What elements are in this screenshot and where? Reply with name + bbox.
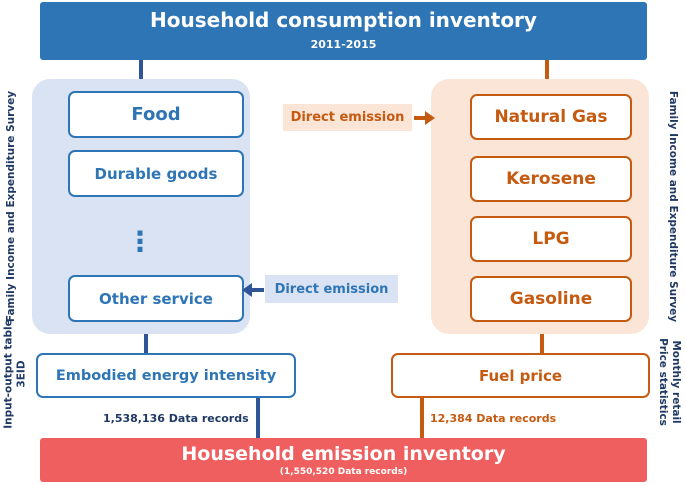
fuel-price-label: Fuel price bbox=[478, 366, 563, 385]
left-survey-label-wrap: Family Income and Expenditure Survey bbox=[0, 90, 132, 321]
monthly-retail-line1: Monthly retail bbox=[669, 340, 682, 424]
embodied-energy-intensity-label: Embodied energy intensity bbox=[55, 367, 277, 384]
input-output-table-label-wrap: Input-output table 3EID bbox=[0, 319, 76, 428]
connector-bottom-left bbox=[256, 398, 260, 438]
other-service-label: Other service bbox=[99, 289, 213, 308]
other-service-box: Other service bbox=[68, 275, 244, 322]
monthly-retail-label-wrap: Monthly retail Price statistics bbox=[609, 338, 685, 426]
arrow-right-icon bbox=[414, 111, 435, 125]
header-subtitle: 2011-2015 bbox=[310, 38, 377, 51]
right-survey-label: Family Income and Expenditure Survey bbox=[667, 90, 680, 322]
footer-title: Household emission inventory bbox=[181, 442, 506, 465]
gasoline-box: Gasoline bbox=[470, 276, 632, 322]
footer-subtitle: (1,550,520 Data records) bbox=[279, 466, 408, 477]
input-output-table-line2: 3EID bbox=[16, 360, 28, 388]
kerosene-box: Kerosene bbox=[470, 156, 632, 202]
connector-top-left bbox=[139, 60, 143, 79]
input-output-table-label: Input-output table 3EID bbox=[3, 319, 29, 428]
emission-inventory-footer: Household emission inventory (1,550,520 … bbox=[40, 438, 647, 482]
natural-gas-label: Natural Gas bbox=[494, 107, 608, 127]
connector-mid-right bbox=[540, 334, 544, 353]
left-survey-label: Family Income and Expenditure Survey bbox=[5, 90, 18, 322]
monthly-retail-line2: Price statistics bbox=[656, 338, 669, 426]
lpg-label: LPG bbox=[532, 229, 570, 249]
right-survey-label-wrap: Family Income and Expenditure Survey bbox=[553, 90, 685, 321]
durable-goods-box: Durable goods bbox=[68, 150, 244, 197]
left-data-records: 1,538,136 Data records bbox=[103, 412, 249, 425]
header-title: Household consumption inventory bbox=[150, 8, 537, 32]
fuel-price-box: Fuel price bbox=[391, 353, 650, 398]
kerosene-label: Kerosene bbox=[506, 169, 596, 189]
right-data-records: 12,384 Data records bbox=[430, 412, 557, 425]
monthly-retail-label: Monthly retail Price statistics bbox=[656, 338, 682, 426]
ellipsis-icon: ⋮ bbox=[126, 224, 154, 258]
direct-emission-top-label: Direct emission bbox=[283, 104, 412, 131]
consumption-inventory-header: Household consumption inventory 2011-201… bbox=[40, 2, 647, 60]
lpg-box: LPG bbox=[470, 216, 632, 262]
connector-bottom-right bbox=[420, 398, 424, 438]
embodied-energy-intensity-box: Embodied energy intensity bbox=[36, 353, 296, 398]
connector-mid-left bbox=[144, 334, 148, 353]
gasoline-label: Gasoline bbox=[509, 289, 593, 309]
direct-emission-bottom-label: Direct emission bbox=[265, 275, 398, 303]
food-label: Food bbox=[131, 104, 181, 125]
food-box: Food bbox=[68, 91, 244, 138]
durable-goods-label: Durable goods bbox=[94, 164, 218, 183]
natural-gas-box: Natural Gas bbox=[470, 94, 632, 140]
input-output-table-line1: Input-output table bbox=[3, 319, 15, 429]
connector-top-right bbox=[545, 60, 549, 79]
arrow-left-icon bbox=[242, 283, 264, 297]
